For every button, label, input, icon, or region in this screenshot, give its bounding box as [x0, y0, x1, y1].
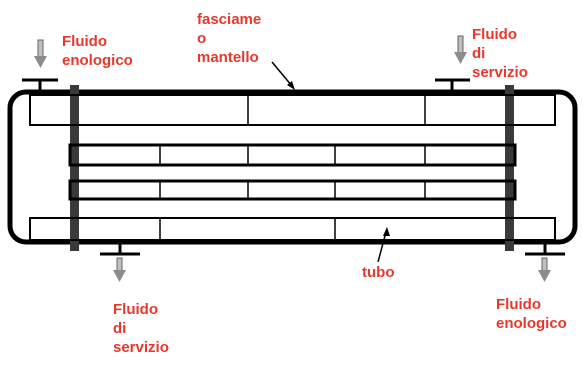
label-fluido-enologico-in: Fluido enologico — [62, 33, 133, 69]
leader-fasciame — [271, 61, 295, 90]
tube-1 — [29, 94, 556, 126]
tube-2 — [68, 143, 517, 167]
arrow-fluido-enologico-in — [34, 39, 47, 68]
tube-bundle — [29, 94, 556, 241]
nozzle-top-left — [22, 78, 58, 92]
arrow-fluido-servizio-in — [454, 35, 467, 64]
tube-3 — [68, 179, 517, 201]
leader-tubo — [377, 227, 390, 263]
tube-4 — [29, 217, 556, 241]
label-tubo: tubo — [362, 264, 395, 281]
label-fluido-servizio-out: Fluido di servizio — [113, 301, 169, 356]
label-fasciame: fasciame o mantello — [197, 11, 262, 66]
nozzle-bottom-right — [525, 242, 565, 256]
nozzle-top-right — [435, 78, 470, 92]
label-fluido-enologico-out: Fluido enologico — [496, 296, 567, 332]
arrow-fluido-enologico-out — [538, 257, 551, 282]
nozzle-bottom-left — [100, 242, 140, 256]
shell — [7, 89, 578, 245]
tube-sheet-right — [505, 85, 514, 251]
arrow-fluido-servizio-out — [113, 257, 126, 282]
label-fluido-servizio-in: Fluido di servizio — [472, 26, 528, 81]
tube-sheet-left — [70, 85, 79, 251]
